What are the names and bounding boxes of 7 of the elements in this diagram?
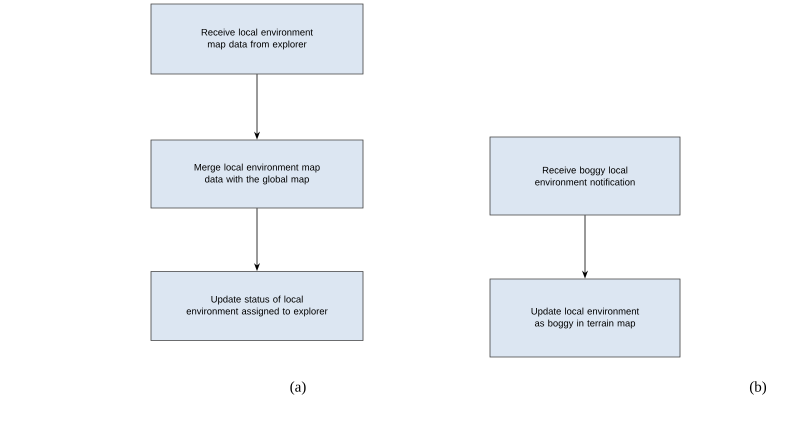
process-box: Receive boggy local environment notification bbox=[490, 136, 680, 216]
process-box: Merge local environment map data with the global map bbox=[150, 140, 364, 208]
subfigure-label: (b) bbox=[750, 381, 766, 395]
process-box: Receive local environment map data from explorer bbox=[150, 4, 364, 74]
subfigure-label: (a) bbox=[290, 381, 306, 395]
process-box: Update status of local environment assigned to explorer bbox=[150, 271, 364, 341]
process-box: Update local environment as boggy in terrain map bbox=[490, 278, 680, 358]
